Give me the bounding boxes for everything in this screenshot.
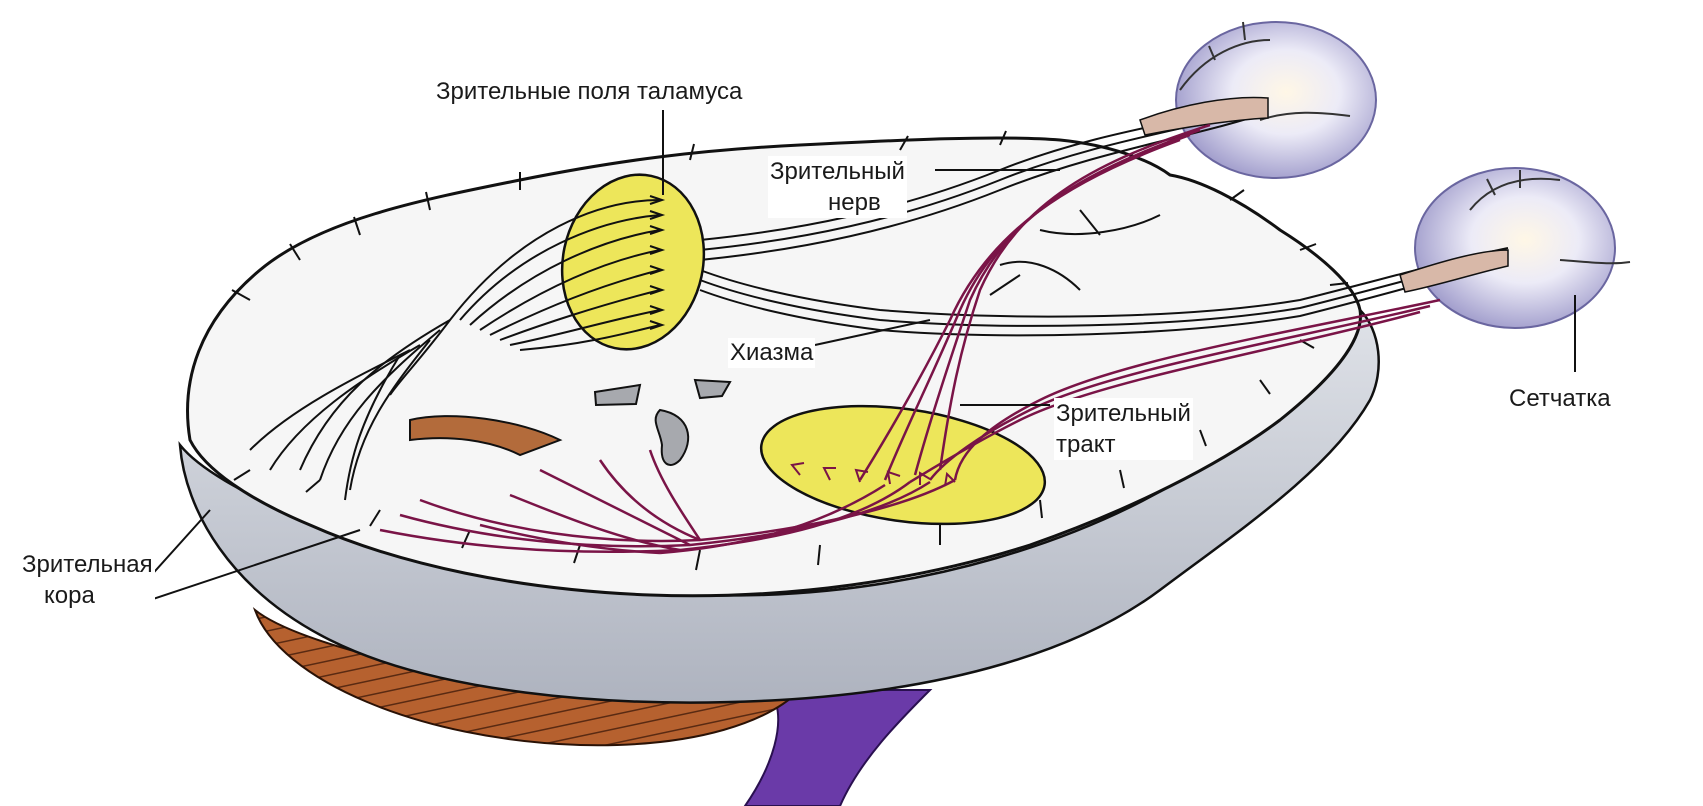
- label-optic-nerve-line2: нерв: [768, 187, 907, 218]
- label-optic-tract: Зрительный тракт: [1054, 398, 1193, 460]
- label-chiasm: Хиазма: [728, 338, 815, 368]
- label-optic-nerve-line1: Зрительный: [768, 156, 907, 187]
- label-optic-tract-line1: Зрительный: [1054, 398, 1193, 429]
- label-optic-nerve: Зрительный нерв: [768, 156, 907, 218]
- label-optic-tract-line2: тракт: [1054, 429, 1193, 460]
- label-retina: Сетчатка: [1507, 384, 1613, 414]
- eye-upper: [1176, 22, 1376, 178]
- label-visual-cortex-line2: кора: [20, 580, 155, 611]
- label-visual-cortex-line1: Зрительная: [20, 549, 155, 580]
- label-visual-cortex: Зрительная кора: [20, 549, 155, 611]
- label-thalamus-fields: Зрительные поля таламуса: [436, 77, 742, 107]
- eye-lower: [1415, 168, 1630, 328]
